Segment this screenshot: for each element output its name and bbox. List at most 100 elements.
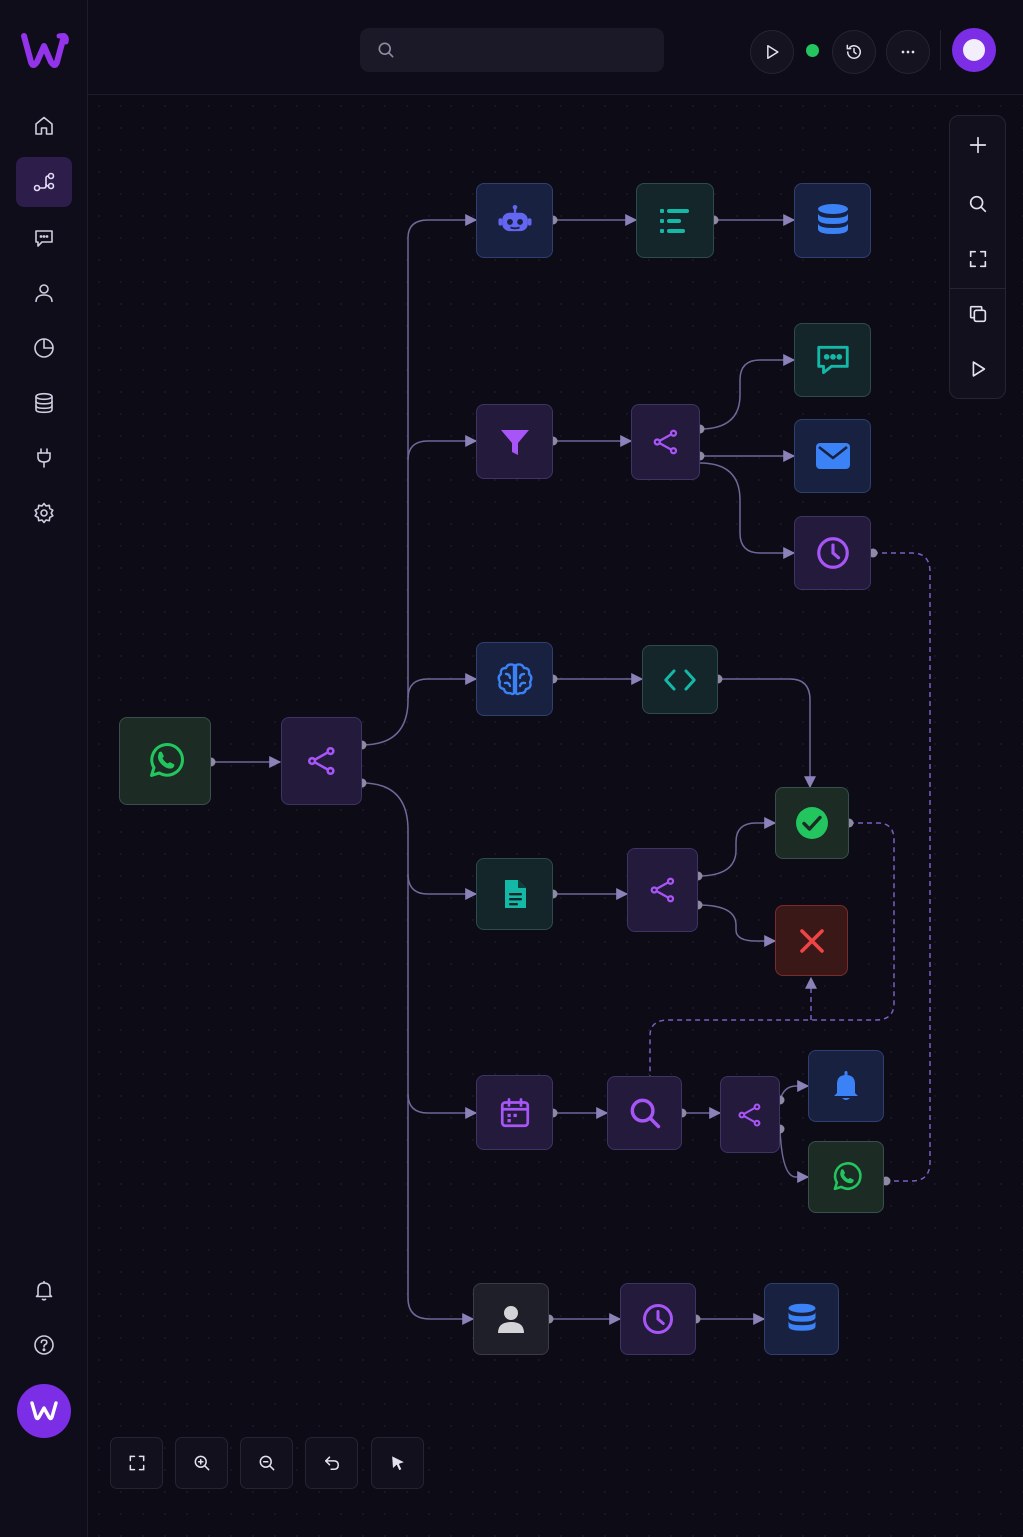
canvas-tools <box>949 115 1006 399</box>
search-icon <box>969 195 986 213</box>
sidebar-item-integrations[interactable] <box>16 433 72 483</box>
node-store-db-2[interactable] <box>764 1283 839 1355</box>
plus-icon <box>969 136 986 154</box>
workflow-canvas[interactable] <box>88 95 1023 1537</box>
fit-screen-icon <box>969 250 986 268</box>
history-icon <box>846 44 861 59</box>
sidebar <box>0 0 88 1537</box>
database-icon <box>788 1303 815 1331</box>
whatsapp-icon <box>833 1162 862 1191</box>
robot-icon <box>498 204 531 231</box>
chat-icon <box>35 230 53 247</box>
node-code[interactable] <box>642 645 718 714</box>
test-run-button[interactable] <box>950 344 1005 394</box>
node-notify[interactable] <box>808 1050 884 1122</box>
split-icon <box>307 746 335 776</box>
pointer-icon <box>391 1456 404 1471</box>
node-whatsapp-trigger[interactable] <box>119 717 211 805</box>
node-split-filter[interactable] <box>631 404 700 480</box>
split-icon <box>653 429 677 455</box>
brand-avatar[interactable] <box>17 1384 71 1438</box>
node-delay-2[interactable] <box>620 1283 696 1355</box>
play-icon <box>767 45 779 59</box>
document-icon <box>504 880 526 908</box>
node-error[interactable] <box>775 905 848 976</box>
node-ai-brain[interactable] <box>476 642 553 716</box>
node-success[interactable] <box>775 787 849 859</box>
clock-icon <box>643 1304 673 1334</box>
sidebar-item-settings[interactable] <box>16 488 72 538</box>
search-icon <box>378 42 394 58</box>
chat-icon <box>816 345 849 375</box>
node-reply-chat[interactable] <box>794 323 871 397</box>
copy-icon <box>969 305 986 323</box>
node-document[interactable] <box>476 858 553 930</box>
node-split-main[interactable] <box>281 717 362 805</box>
check-icon <box>796 807 828 839</box>
user-icon <box>35 284 53 303</box>
sidebar-item-workflows[interactable] <box>16 157 72 207</box>
calendar-icon <box>500 1097 529 1127</box>
undo-icon <box>324 1456 339 1470</box>
fit-view-button[interactable] <box>950 234 1005 284</box>
node-split-cal[interactable] <box>720 1076 780 1153</box>
search-input[interactable] <box>404 41 664 59</box>
topbar <box>88 0 1023 95</box>
play-icon <box>972 361 985 377</box>
close-icon <box>799 928 824 953</box>
bell-icon <box>35 1281 53 1301</box>
find-node-button[interactable] <box>950 179 1005 229</box>
zoom-in-button[interactable] <box>175 1437 228 1489</box>
node-contact[interactable] <box>473 1283 549 1355</box>
fit-screen-icon <box>129 1455 144 1471</box>
user-avatar[interactable] <box>952 28 996 72</box>
node-ai-bot[interactable] <box>476 183 553 258</box>
mail-icon <box>815 443 850 469</box>
sidebar-item-messages[interactable] <box>16 213 72 263</box>
search-bar[interactable] <box>360 28 664 72</box>
undo-button[interactable] <box>305 1437 358 1489</box>
clock-icon <box>816 537 849 569</box>
sidebar-item-notifications[interactable] <box>16 1265 72 1315</box>
run-workflow-button[interactable] <box>750 30 794 74</box>
logo-w-icon <box>30 1401 58 1421</box>
fit-screen-button[interactable] <box>110 1437 163 1489</box>
search-icon <box>630 1098 660 1129</box>
toolbar-separator <box>950 288 1005 289</box>
workflow-icon <box>33 172 55 192</box>
node-filter[interactable] <box>476 404 553 479</box>
add-node-button[interactable] <box>950 120 1005 170</box>
sidebar-item-data[interactable] <box>16 378 72 428</box>
duplicate-button[interactable] <box>950 289 1005 339</box>
history-button[interactable] <box>832 30 876 74</box>
zoom-out-button[interactable] <box>240 1437 293 1489</box>
node-store-db-1[interactable] <box>794 183 871 258</box>
bell-icon <box>834 1071 858 1100</box>
plug-icon <box>37 448 51 468</box>
more-options-button[interactable] <box>886 30 930 74</box>
node-split-doc[interactable] <box>627 848 698 932</box>
node-send-email[interactable] <box>794 419 871 493</box>
list-icon <box>660 208 689 233</box>
database-icon <box>817 203 848 234</box>
code-icon <box>664 669 696 690</box>
gear-icon <box>34 502 54 524</box>
sidebar-item-home[interactable] <box>16 101 72 151</box>
node-parse-list[interactable] <box>636 183 714 258</box>
whatsapp-icon <box>150 742 184 777</box>
brain-icon <box>497 663 532 696</box>
node-delay-1[interactable] <box>794 516 871 590</box>
zoom-out-icon <box>259 1455 274 1471</box>
database-icon <box>35 392 53 414</box>
node-lookup[interactable] <box>607 1076 682 1150</box>
pointer-tool-button[interactable] <box>371 1437 424 1489</box>
split-icon <box>738 1102 761 1127</box>
node-calendar[interactable] <box>476 1075 553 1150</box>
home-icon <box>35 116 53 135</box>
logo-w-icon[interactable] <box>18 28 70 72</box>
sidebar-item-help[interactable] <box>16 1320 72 1370</box>
node-whatsapp-reply[interactable] <box>808 1141 884 1213</box>
pie-chart-icon <box>34 338 54 358</box>
sidebar-item-analytics[interactable] <box>16 323 72 373</box>
sidebar-item-contacts[interactable] <box>16 268 72 318</box>
